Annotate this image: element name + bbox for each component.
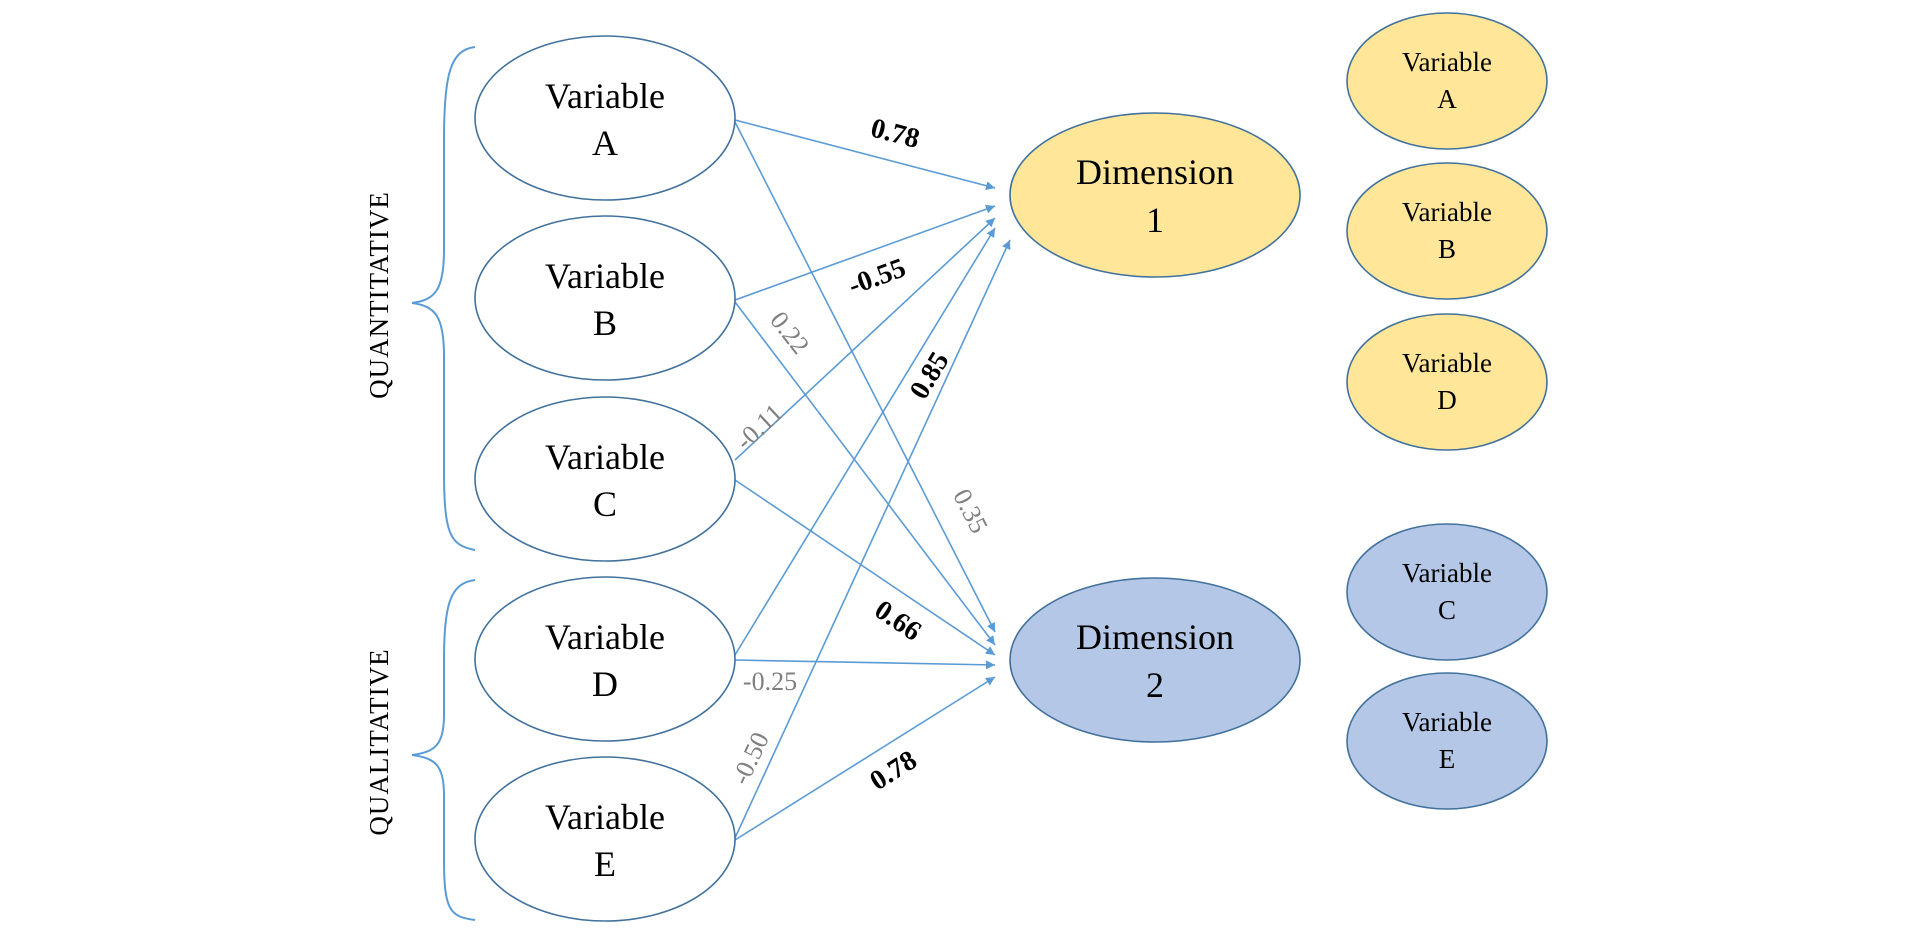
edge-weights: 0.78 0.35 -0.55 0.22 -0.11 0.66 0.85 -0.… (726, 113, 994, 797)
dim2-member-c: Variable C (1346, 523, 1548, 661)
dimension-node-2-line1: Dimension (1076, 617, 1234, 657)
variable-node-c-line2: C (593, 484, 617, 524)
variable-node-e: Variable E (474, 756, 736, 922)
edge-c-dim1 (734, 217, 996, 461)
dim1-member-a-line1: Variable (1402, 47, 1492, 77)
edge-a-dim2 (734, 121, 996, 633)
variable-node-d: Variable D (474, 576, 736, 742)
edges (734, 119, 1011, 841)
dim2-member-e-line1: Variable (1402, 707, 1492, 737)
dim1-member-b-line1: Variable (1402, 197, 1492, 227)
edge-b-dim2 (734, 301, 996, 646)
variable-node-e-line2: E (594, 844, 616, 884)
variable-node-e-line1: Variable (545, 797, 665, 837)
quantitative-label: QUANTITATIVE (364, 191, 394, 399)
variable-node-d-line1: Variable (545, 617, 665, 657)
dim1-member-a-line2: A (1437, 84, 1457, 114)
variable-node-a-line1: Variable (545, 76, 665, 116)
dim1-member-b-line2: B (1438, 234, 1456, 264)
dim1-member-d-line1: Variable (1402, 348, 1492, 378)
weight-e-dim1: -0.50 (726, 728, 775, 789)
dimension-node-2-line2: 2 (1146, 665, 1164, 705)
edge-e-dim2 (734, 676, 996, 841)
dim1-member-d: Variable D (1346, 313, 1548, 451)
dim1-member-b: Variable B (1346, 162, 1548, 300)
dimension-node-1: Dimension 1 (1009, 112, 1301, 278)
weight-c-dim1: -0.11 (730, 398, 789, 455)
variable-node-a: Variable A (474, 35, 736, 201)
dimension-node-2: Dimension 2 (1009, 577, 1301, 743)
qualitative-label: QUALITATIVE (364, 648, 394, 835)
dim1-member-d-line2: D (1437, 385, 1457, 415)
weight-b-dim1: -0.55 (844, 252, 909, 301)
edge-e-dim1 (734, 239, 1011, 839)
dim2-member-e-line2: E (1439, 744, 1456, 774)
weight-a-dim1: 0.78 (868, 113, 923, 155)
dimension-node-1-line2: 1 (1146, 200, 1164, 240)
weight-a-dim2: 0.35 (947, 484, 993, 538)
variable-node-c-line1: Variable (545, 437, 665, 477)
variable-node-a-line2: A (592, 123, 618, 163)
edge-d-dim1 (734, 227, 996, 656)
variable-node-b-line2: B (593, 303, 617, 343)
dim2-member-e: Variable E (1346, 672, 1548, 810)
dim2-member-c-line2: C (1438, 595, 1456, 625)
variable-node-c: Variable C (474, 396, 736, 562)
qualitative-brace (411, 579, 476, 921)
edge-b-dim1 (734, 204, 996, 301)
edge-c-dim2 (734, 479, 996, 656)
variable-node-b: Variable B (474, 215, 736, 381)
variable-node-b-line1: Variable (545, 256, 665, 296)
dimension-node-1-line1: Dimension (1076, 152, 1234, 192)
edge-a-dim1 (734, 119, 996, 191)
variable-node-d-line2: D (592, 664, 618, 704)
dim1-member-a: Variable A (1346, 12, 1548, 150)
weight-d-dim2: -0.25 (743, 667, 797, 696)
dim2-member-c-line1: Variable (1402, 558, 1492, 588)
edge-d-dim2 (734, 659, 996, 670)
quantitative-brace (411, 46, 476, 551)
